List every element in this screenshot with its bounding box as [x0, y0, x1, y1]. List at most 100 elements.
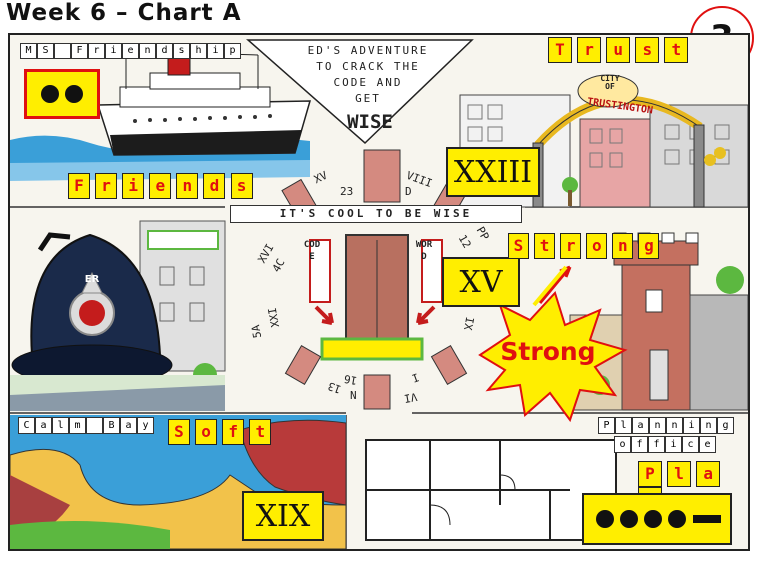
letter-box: o: [195, 419, 218, 445]
morse-dot-icon: [41, 85, 59, 103]
morse-dot-icon: [668, 510, 686, 528]
letter-box: d: [156, 43, 173, 59]
letter-box: p: [224, 43, 241, 59]
letter-box: B: [103, 417, 120, 434]
strong-burst: [478, 265, 628, 423]
letter-box: h: [190, 43, 207, 59]
trust-word: T r u s t: [548, 37, 689, 63]
letter-box: f: [648, 436, 665, 453]
dial-number: 23: [340, 185, 354, 198]
helmet-badge-text: ER: [84, 274, 100, 285]
city-sign: CITY OF: [590, 75, 630, 91]
ms-friendship-label: M S F r i e n d s h i p: [20, 43, 241, 59]
letter-box: n: [700, 417, 717, 434]
letter-box: i: [105, 43, 122, 59]
letter-box: s: [173, 43, 190, 59]
letter-box: e: [699, 436, 716, 453]
police-helmet-scene: [10, 220, 226, 411]
roman-numeral-xv: XV: [442, 257, 520, 307]
wise-word: WISE: [347, 111, 393, 133]
letter-box: l: [52, 417, 69, 434]
letter-box: i: [207, 43, 224, 59]
letter-box: n: [649, 417, 666, 434]
morse-dash-icon: [693, 515, 721, 523]
letter-box: n: [666, 417, 683, 434]
letter-box: T: [548, 37, 572, 63]
roman-numeral-xix: XIX: [242, 491, 324, 541]
letter-box: f: [631, 436, 648, 453]
letter-box: F: [71, 43, 88, 59]
morse-dot-icon: [65, 85, 83, 103]
dial-number: VI: [402, 389, 419, 406]
letter-box: l: [667, 461, 692, 487]
letter-box: i: [665, 436, 682, 453]
code-box-two-dots: [24, 69, 100, 119]
letter-box: r: [88, 43, 105, 59]
letter-box: r: [560, 233, 582, 259]
code-dial-scene: [281, 178, 469, 410]
calm-bay-label: C a l m B a y: [18, 417, 154, 434]
adventure-line: GET: [355, 92, 381, 105]
cool-banner: IT'S COOL TO BE WISE: [230, 205, 522, 223]
city-sign-line: CITY: [600, 74, 620, 83]
letter-box: t: [249, 419, 272, 445]
letter-box: f: [222, 419, 245, 445]
page-title: Week 6 – Chart A: [6, 0, 242, 26]
letter-box: n: [612, 233, 634, 259]
letter-box: a: [696, 461, 721, 487]
planning-label: P l a n n i n g: [598, 417, 734, 434]
adventure-line: TO CRACK THE: [316, 60, 420, 73]
strong-burst-text: Strong: [500, 337, 596, 366]
dial-number: 16: [342, 371, 359, 388]
letter-box: a: [120, 417, 137, 434]
letter-box: a: [632, 417, 649, 434]
strong-word: S t r o n g: [508, 233, 660, 259]
floor-plan-scene: [365, 439, 617, 541]
letter-box: m: [69, 417, 86, 434]
letter-box: P: [638, 461, 662, 487]
letter-box: c: [682, 436, 699, 453]
letter-box: S: [37, 43, 54, 59]
roman-numeral-xxiii: XXIII: [446, 147, 540, 197]
letter-box: S: [508, 233, 529, 259]
letter-box: s: [230, 173, 253, 199]
dial-number: N: [350, 389, 357, 402]
letter-box: [54, 43, 71, 59]
letter-box: y: [137, 417, 154, 434]
letter-box: a: [35, 417, 52, 434]
letter-box: r: [577, 37, 602, 63]
letter-box: F: [68, 173, 90, 199]
letter-box: i: [122, 173, 145, 199]
letter-box: t: [534, 233, 556, 259]
code-box-four-dots-dash: [582, 493, 732, 545]
puzzle-board: M S F r i e n d s h i p F r i e n d s T …: [8, 33, 750, 551]
morse-dot-icon: [596, 510, 614, 528]
letter-box: i: [683, 417, 700, 434]
morse-dot-icon: [644, 510, 662, 528]
letter-box: g: [638, 233, 660, 259]
letter-box: o: [614, 436, 631, 453]
letter-box: t: [664, 37, 689, 63]
friends-word: F r i e n d s: [68, 173, 253, 199]
dial-number: 5A: [249, 323, 265, 340]
letter-box: d: [203, 173, 226, 199]
dial-number: D: [405, 185, 412, 198]
letter-box: l: [615, 417, 632, 434]
adventure-funnel: [246, 39, 474, 203]
letter-box: [86, 417, 103, 434]
code-label: CODE: [303, 240, 321, 262]
letter-box: r: [95, 173, 118, 199]
adventure-line: ED'S ADVENTURE: [307, 44, 429, 57]
office-label: o f f i c e: [614, 436, 716, 453]
letter-box: S: [168, 419, 190, 445]
soft-word: S o f t: [168, 419, 272, 445]
letter-box: n: [139, 43, 156, 59]
letter-box: g: [717, 417, 734, 434]
letter-box: e: [122, 43, 139, 59]
letter-box: o: [586, 233, 608, 259]
letter-box: M: [20, 43, 37, 59]
adventure-text: ED'S ADVENTURE TO CRACK THE CODE AND GET: [268, 43, 468, 107]
letter-box: C: [18, 417, 35, 434]
letter-box: P: [598, 417, 615, 434]
morse-dot-icon: [620, 510, 638, 528]
